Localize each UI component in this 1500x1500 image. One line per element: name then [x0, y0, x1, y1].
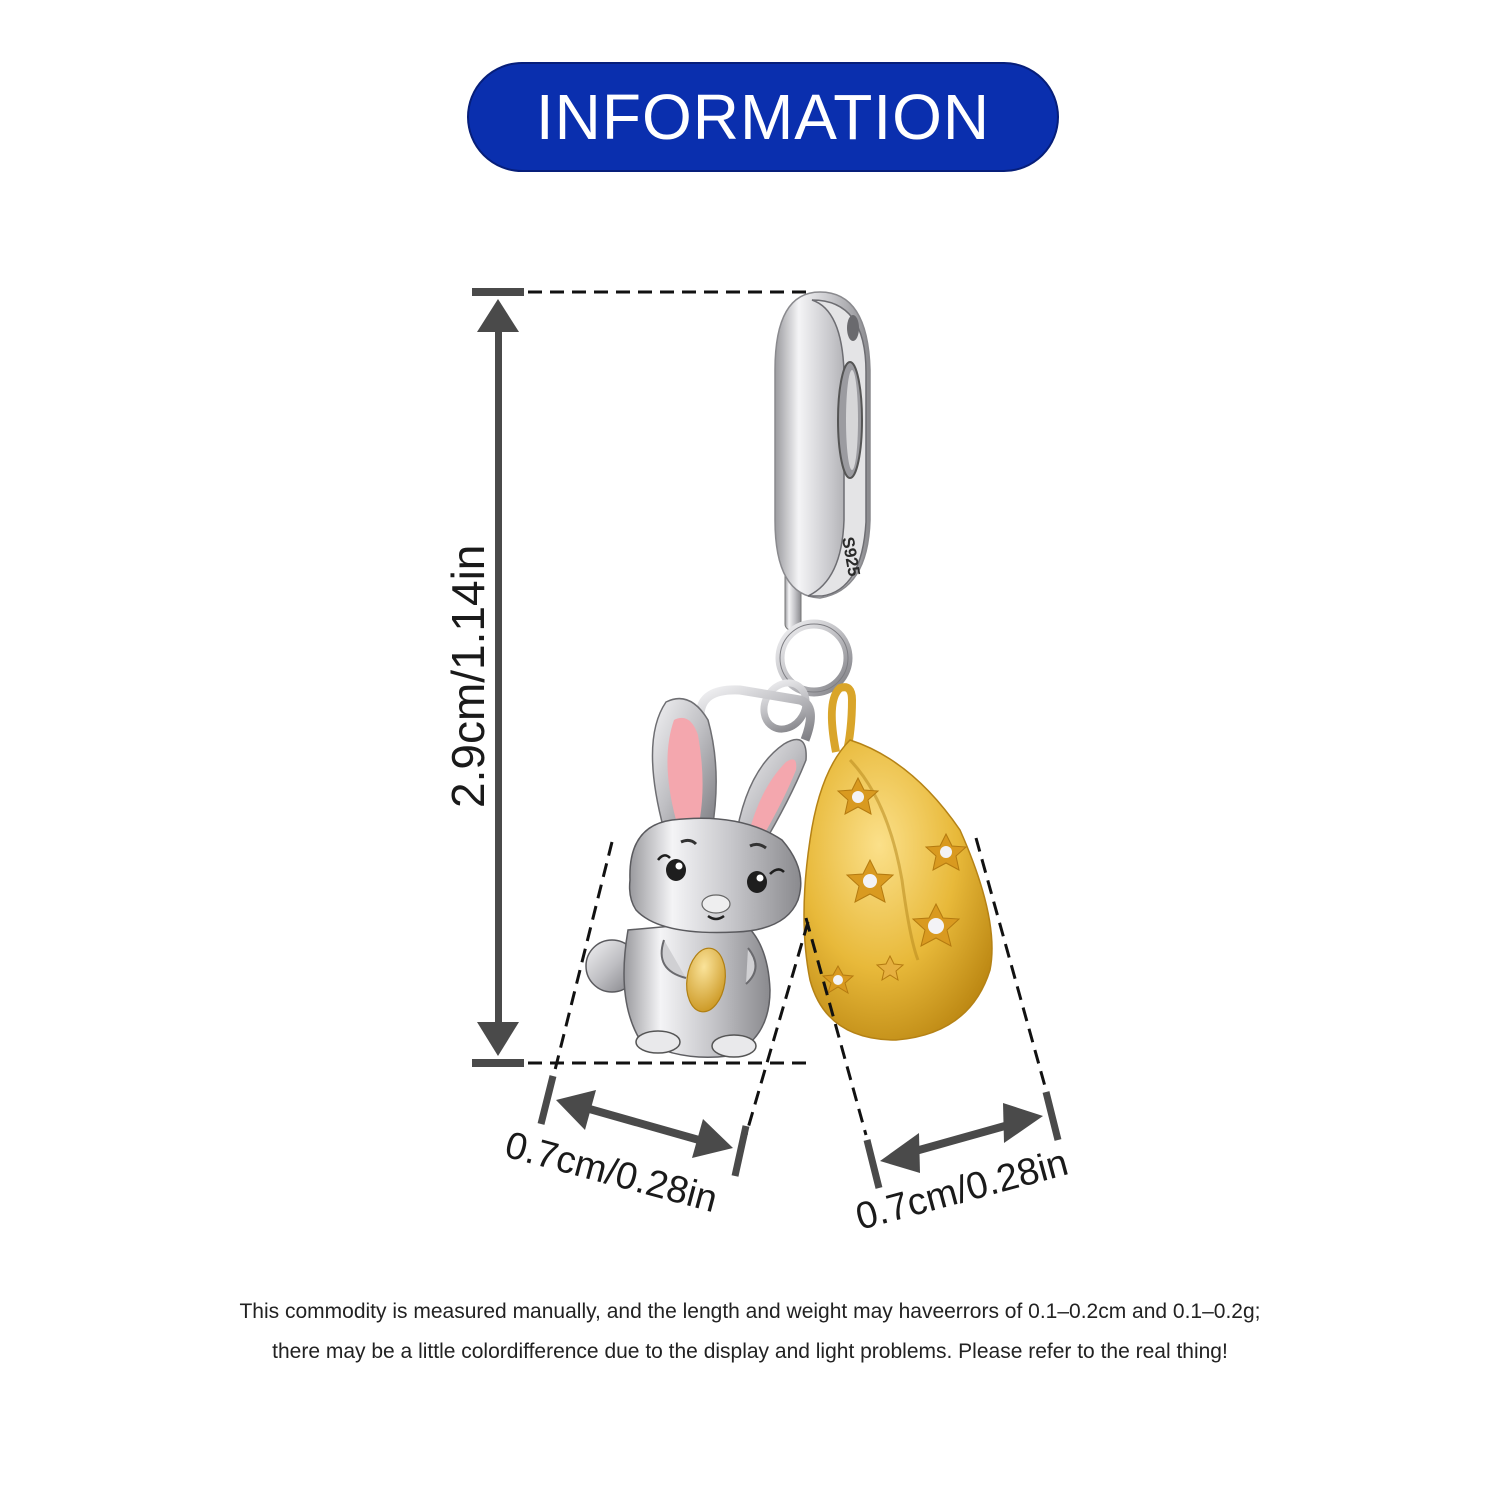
arrow-up-icon: [477, 299, 519, 332]
gold-egg-charm: [803, 683, 993, 1041]
banner-title: INFORMATION: [535, 81, 991, 153]
right-width-label: 0.7cm/0.28in: [851, 1142, 1072, 1239]
disclaimer-line-2: there may be a little colordifference du…: [272, 1340, 1228, 1363]
bunny-charm: [585, 679, 815, 1059]
arrow-right-icon: [1003, 1103, 1043, 1143]
information-banner: INFORMATION: [467, 62, 1059, 172]
disclaimer: This commodity is measured manually, and…: [0, 1292, 1500, 1372]
height-label: 2.9cm/1.14in: [442, 545, 494, 808]
height-top-cap: [472, 288, 524, 296]
disclaimer-line-1: This commodity is measured manually, and…: [239, 1300, 1261, 1323]
arrow-left-icon: [556, 1090, 596, 1130]
arrow-down-icon: [477, 1022, 519, 1056]
height-bottom-cap: [472, 1059, 524, 1067]
height-arrow-shaft: [495, 330, 502, 1024]
clasp: S925: [774, 291, 871, 697]
star-icon: [821, 776, 968, 995]
height-dimension: 2.9cm/1.14in: [442, 288, 810, 1067]
arrow-right-icon: [692, 1119, 733, 1158]
arrow-left-icon: [880, 1133, 920, 1173]
